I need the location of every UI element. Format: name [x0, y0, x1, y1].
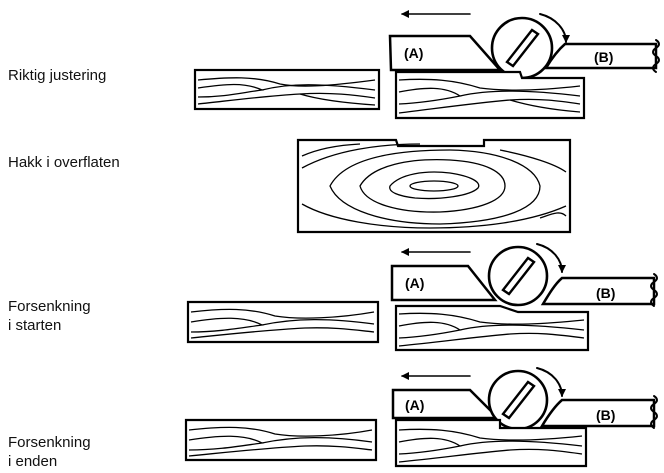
label-dip-at-end: Forsenkning i enden [8, 434, 91, 470]
label-dip-at-start: Forsenkning i starten [8, 298, 91, 334]
board-right-start [394, 304, 590, 352]
cutter-head-end [487, 367, 566, 431]
board-snipe [296, 138, 572, 234]
label-correct-adjustment: Riktig justering [8, 67, 107, 84]
outfeed-label: (B) [596, 285, 615, 301]
cutter-head [490, 13, 570, 80]
board-left-end [184, 418, 378, 462]
row-surface-snipe [296, 138, 572, 234]
row-dip-at-start: (A) (B) [186, 243, 658, 352]
infeed-table-start: (A) [390, 264, 498, 302]
cutter-head-start [487, 243, 566, 307]
infeed-label: (A) [405, 397, 424, 413]
board-right-end [394, 418, 588, 468]
outfeed-label: (B) [594, 49, 613, 65]
infeed-label: (A) [405, 275, 424, 291]
label-surface-snipe: Hakk i overflaten [8, 154, 120, 171]
outfeed-label: (B) [596, 407, 615, 423]
infeed-label: (A) [404, 45, 423, 61]
row-correct-adjustment: (A) (B) [193, 10, 660, 120]
outfeed-table-end: (B) [539, 395, 658, 429]
infeed-table: (A) [388, 34, 503, 72]
board-snipe-grain [301, 143, 567, 229]
infeed-table-end: (A) [391, 388, 502, 420]
outfeed-table: (B) [543, 39, 660, 73]
outfeed-table-start: (B) [540, 273, 658, 307]
board-right [394, 70, 586, 120]
board-left-start [186, 300, 380, 344]
row-dip-at-end: (A) (B) [184, 367, 658, 468]
board-left [193, 68, 381, 111]
